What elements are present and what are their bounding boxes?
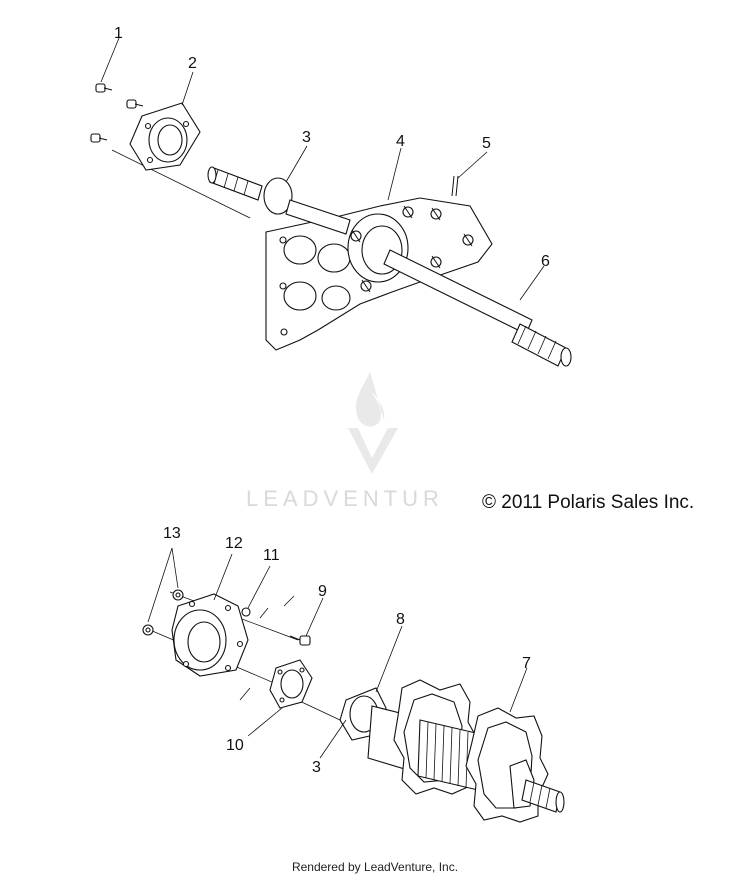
washer-11: [241, 607, 251, 617]
callout-10: 10: [226, 737, 244, 754]
callout-11: 11: [263, 547, 280, 564]
bolt-1c: [90, 133, 108, 143]
callout-9: 9: [318, 583, 327, 600]
nut-13a: [172, 589, 184, 601]
bolt-1a: [95, 83, 113, 93]
bearing-plate-2: [129, 102, 201, 171]
callout-6: 6: [541, 253, 550, 270]
callout-3-upper: 3: [302, 129, 311, 146]
callout-labels: 1 2 3 4 5 6 13 12 11 9 8 7 10 3: [114, 25, 550, 776]
callout-5: 5: [482, 135, 491, 152]
lower-leader-lines: [147, 547, 528, 759]
callout-12: 12: [225, 535, 243, 552]
upper-axis-line: [111, 149, 251, 219]
sprocket-shaft-7: [339, 679, 565, 823]
driveshaft-6: [383, 249, 572, 367]
driveshaft-left-3: [207, 166, 351, 235]
callout-4: 4: [396, 133, 405, 150]
bracket-plate-4: [265, 197, 493, 351]
flange-housing-12: [171, 593, 249, 677]
stud-cluster: [350, 205, 474, 293]
watermark-text: LEADVENTUR: [246, 486, 444, 511]
callout-7: 7: [522, 655, 531, 672]
callout-8: 8: [396, 611, 405, 628]
copyright-notice: © 2011 Polaris Sales Inc.: [482, 492, 695, 513]
callout-13: 13: [163, 525, 181, 542]
bearing-plate-10: [269, 659, 313, 709]
nut-13b: [142, 624, 154, 636]
bolt-1b: [126, 99, 144, 109]
callout-1: 1: [114, 25, 123, 42]
bolt-9: [289, 635, 311, 646]
upper-leader-lines: [100, 37, 545, 301]
callout-3-lower: 3: [312, 759, 321, 776]
pin-5: [451, 175, 459, 197]
leadventure-logo-watermark: [348, 372, 398, 474]
footer-credit: Rendered by LeadVenture, Inc.: [291, 860, 459, 874]
callout-2: 2: [188, 55, 197, 72]
